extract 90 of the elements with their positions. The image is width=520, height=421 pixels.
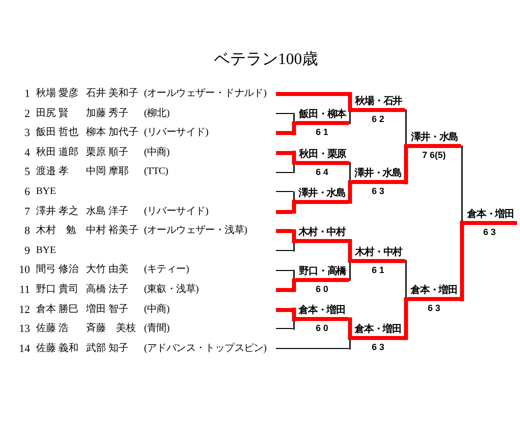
entry-name: 斉藤 美枝 bbox=[86, 322, 136, 336]
entry-number: 12 bbox=[18, 302, 30, 318]
winner-label: 澤井・水島 bbox=[408, 132, 462, 148]
score-text: 6 1 bbox=[372, 264, 384, 275]
entry-name: 加藤 秀子 bbox=[86, 106, 128, 121]
entry-name: 佐藤 義和 bbox=[36, 342, 78, 356]
score-text: 6 3 bbox=[483, 226, 496, 237]
winner-label: 木村・中村 bbox=[296, 227, 348, 243]
bracket-line bbox=[292, 308, 296, 322]
winner-label: 倉本・増田 bbox=[296, 305, 348, 322]
entry-name: 飯田 哲也 bbox=[36, 126, 78, 140]
entry-number: 10 bbox=[18, 263, 30, 278]
score-text: 6 3 bbox=[372, 342, 384, 352]
entry-number: 14 bbox=[18, 342, 30, 357]
bracket-line bbox=[292, 121, 296, 136]
entry-name: 木村 勉 bbox=[36, 224, 76, 238]
bracket-line bbox=[348, 317, 352, 340]
bracket-line bbox=[404, 297, 408, 340]
winner-label: 木村・中村 bbox=[352, 246, 406, 263]
entry-number: 1 bbox=[24, 87, 30, 102]
club-name: (東叡・浅草) bbox=[144, 282, 199, 297]
entry-number: 9 bbox=[24, 244, 30, 259]
winner-label: 澤井・水島 bbox=[352, 168, 404, 184]
entry-number: 3 bbox=[24, 126, 30, 142]
entry-name: 間弓 修治 bbox=[36, 263, 78, 278]
entry-name: 澤井 孝之 bbox=[36, 204, 78, 219]
score-text: 6 4 bbox=[316, 166, 328, 177]
winner-label: 澤井・水島 bbox=[296, 188, 348, 204]
winner-label: 倉本・増田 bbox=[352, 324, 404, 340]
entry-name: BYE bbox=[36, 244, 56, 258]
entry-number: 4 bbox=[24, 146, 30, 161]
winner-label: 倉本・増田 bbox=[464, 208, 517, 225]
score-text: 6 3 bbox=[428, 303, 440, 314]
entry-name: 中岡 摩耶 bbox=[86, 164, 128, 180]
score-text: 6 2 bbox=[372, 114, 384, 124]
bracket-line bbox=[292, 150, 296, 165]
entry-name: 倉本 勝巳 bbox=[36, 302, 78, 317]
club-name: (キティー) bbox=[144, 263, 189, 278]
winner-label: 秋田・栗原 bbox=[296, 148, 350, 165]
entry-name: 野口 貴司 bbox=[36, 282, 78, 297]
club-name: (オールウェザー・ドナルド) bbox=[144, 87, 266, 101]
entry-name: 佐藤 浩 bbox=[36, 322, 68, 336]
club-name: (青間) bbox=[144, 322, 170, 336]
winner-label: 飯田・柳本 bbox=[296, 109, 350, 126]
entry-name: BYE bbox=[36, 185, 56, 199]
entry-name: 武部 知子 bbox=[86, 342, 128, 356]
entry-name: 渡邉 孝 bbox=[36, 164, 68, 180]
entry-name: 秋田 道郎 bbox=[36, 146, 78, 160]
bracket-line bbox=[292, 229, 296, 243]
winner-label: 倉本・増田 bbox=[408, 285, 460, 302]
entry-name: 柳本 加代子 bbox=[86, 126, 138, 140]
entry-number: 8 bbox=[24, 224, 30, 240]
bracket-line bbox=[348, 92, 352, 112]
club-name: (TTC) bbox=[144, 165, 168, 180]
club-name: (リバーサイド) bbox=[144, 204, 208, 219]
entry-name: 栗原 順子 bbox=[86, 146, 128, 160]
entry-name: 増田 智子 bbox=[86, 302, 128, 317]
entry-number: 7 bbox=[24, 204, 30, 220]
score-text: 7 6(5) bbox=[422, 150, 446, 160]
entry-number: 13 bbox=[18, 322, 30, 338]
score-text: 6 1 bbox=[316, 127, 328, 138]
bracket-line bbox=[404, 144, 408, 184]
club-name: (リバーサイド) bbox=[144, 126, 208, 140]
score-text: 6 0 bbox=[316, 284, 328, 294]
club-name: (オールウェザー・浅草) bbox=[144, 224, 248, 238]
club-name: (柳北) bbox=[144, 106, 170, 121]
entry-number: 6 bbox=[24, 185, 30, 200]
entry-name: 石井 美和子 bbox=[86, 86, 138, 101]
entry-number: 5 bbox=[24, 165, 30, 180]
bracket-line bbox=[348, 239, 352, 263]
entry-name: 水島 洋子 bbox=[86, 204, 128, 219]
entry-name: 田尻 賢 bbox=[36, 106, 68, 121]
entry-number: 2 bbox=[24, 106, 30, 122]
score-text: 6 3 bbox=[372, 186, 384, 196]
entry-name: 中村 裕美子 bbox=[86, 224, 138, 238]
bracket-line bbox=[292, 200, 296, 214]
club-name: (アドバンス・トップスピン) bbox=[144, 342, 266, 356]
score-text: 6 0 bbox=[316, 323, 328, 334]
bracket-line bbox=[292, 278, 296, 292]
winner-label: 野口・高橋 bbox=[296, 266, 350, 282]
entry-name: 大竹 由美 bbox=[86, 262, 128, 278]
club-name: (中商) bbox=[144, 146, 170, 160]
club-name: (中商) bbox=[144, 302, 170, 317]
title: ベテラン100歳 bbox=[214, 50, 318, 70]
entry-number: 11 bbox=[18, 283, 30, 298]
entry-name: 高橋 法子 bbox=[86, 282, 128, 297]
bracket-line bbox=[460, 220, 464, 302]
entry-name: 秋場 愛彦 bbox=[36, 86, 78, 101]
bracket-line bbox=[348, 180, 352, 204]
winner-label: 秋場・石井 bbox=[352, 96, 406, 112]
